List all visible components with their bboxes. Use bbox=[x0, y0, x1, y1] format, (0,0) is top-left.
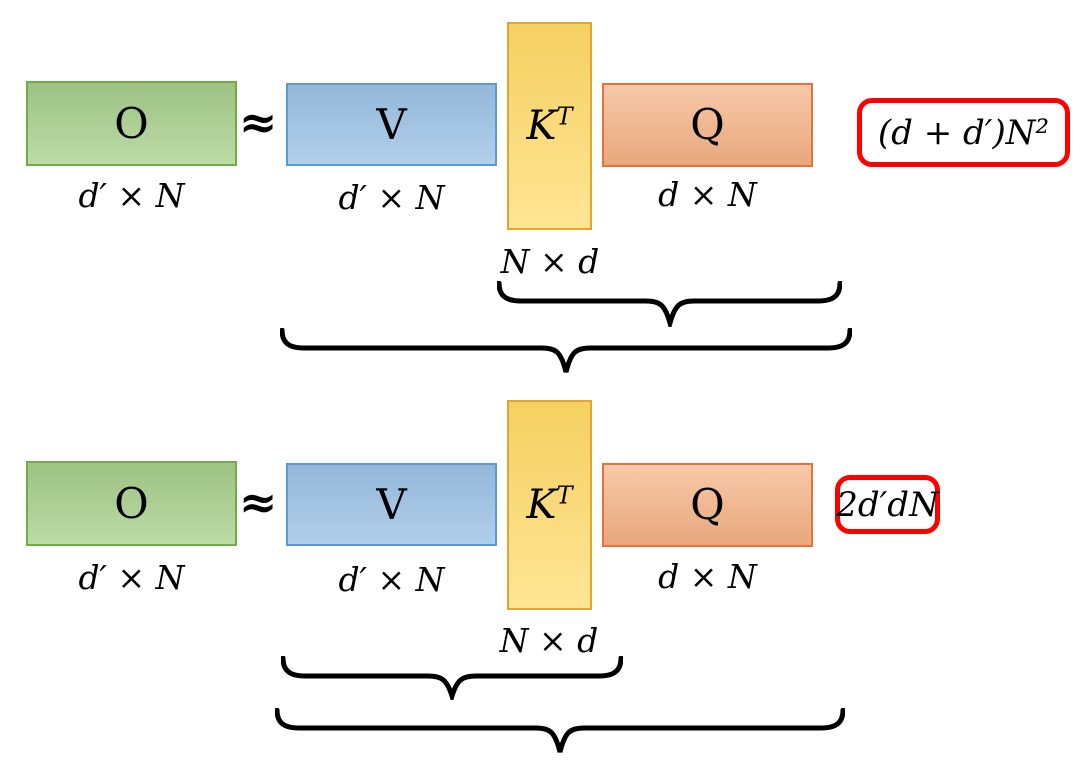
row2-matrix-v-dims: d′ × N bbox=[338, 560, 445, 599]
row1-underbrace-kt-q-graphic bbox=[497, 281, 842, 327]
row1-matrix-q: Q bbox=[602, 83, 813, 167]
row1-kt-dims: N × d bbox=[500, 242, 600, 281]
row1-matrix-kt: KT bbox=[507, 22, 592, 230]
row2-matrix-q-dims: d × N bbox=[658, 557, 757, 596]
row1-matrix-q-label: Q bbox=[690, 100, 725, 149]
row1-matrix-v: V bbox=[286, 83, 497, 166]
row2-matrix-q: Q bbox=[602, 463, 813, 547]
row1-underbrace-full-graphic bbox=[280, 328, 852, 373]
row2-matrix-o-dims: d′ × N bbox=[78, 558, 185, 597]
row2-approx-symbol: ≈ bbox=[238, 475, 278, 529]
row1-cost-formula: (d + d′)N² bbox=[877, 112, 1050, 153]
row2-underbrace-v-kt-graphic bbox=[281, 656, 623, 700]
row1-matrix-v-dims: d′ × N bbox=[338, 178, 445, 217]
row1-matrix-v-label: V bbox=[376, 99, 407, 149]
row2-underbrace-full-graphic bbox=[275, 708, 845, 753]
row1-approx-symbol: ≈ bbox=[238, 95, 278, 149]
row2-matrix-v-label: V bbox=[376, 479, 407, 529]
row1-matrix-kt-label: KT bbox=[526, 102, 573, 149]
row1-matrix-o: O bbox=[26, 81, 237, 166]
row1-kt-sup: T bbox=[556, 102, 573, 131]
row2-cost-formula: 2d′dN bbox=[836, 484, 939, 525]
row2-kt-base: K bbox=[526, 482, 557, 528]
row2-kt-sup: T bbox=[556, 481, 573, 510]
row2-matrix-kt: KT bbox=[507, 400, 592, 610]
row2-matrix-o-label: O bbox=[114, 478, 149, 528]
row2-matrix-kt-label: KT bbox=[526, 481, 573, 528]
row1-matrix-o-dims: d′ × N bbox=[78, 176, 185, 215]
row1-matrix-o-label: O bbox=[114, 98, 149, 148]
row2-matrix-q-label: Q bbox=[690, 480, 725, 529]
row1-cost-badge: (d + d′)N² bbox=[857, 98, 1070, 167]
row2-cost-badge: 2d′dN bbox=[835, 475, 940, 534]
row1-kt-base: K bbox=[526, 103, 557, 149]
row2-matrix-o: O bbox=[26, 461, 237, 546]
row2-matrix-v: V bbox=[286, 463, 497, 546]
row1-matrix-q-dims: d × N bbox=[658, 175, 757, 214]
row2-kt-dims: N × d bbox=[499, 621, 599, 660]
